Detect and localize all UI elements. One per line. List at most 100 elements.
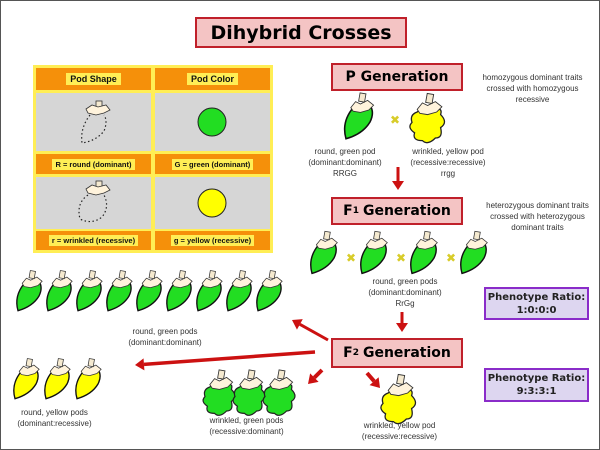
wrinkled-pod-outline-icon <box>36 177 151 229</box>
caption-line: (recessive:recessive) <box>410 158 486 167</box>
f2-to-round-green-arrow-head <box>292 319 303 330</box>
p-note-line: homozygous dominant traits <box>482 73 583 82</box>
caption-line: (recessive:recessive) <box>361 432 438 441</box>
round-green-pod-icon <box>343 92 375 140</box>
cross-symbol: ✖ <box>446 251 456 265</box>
ratio-value: 1:0:0:0 <box>516 304 557 316</box>
p-generation-note: homozygous dominant traits crossed with … <box>470 72 595 105</box>
f2-round-yellow-pod-icon <box>75 358 102 400</box>
f2-round-yellow-caption: round, yellow pods (dominant:recessive) <box>12 407 97 429</box>
f2-wrinkled-yellow-pod-icon <box>380 373 417 425</box>
key-label-yellow-text: g = yellow (recessive) <box>170 235 255 246</box>
cross-symbol: ✖ <box>346 251 356 265</box>
ratio-label: Phenotype Ratio: <box>487 291 586 303</box>
caption-line: wrinkled, yellow pod <box>412 147 484 156</box>
f2-wrinkled-green-pod-icon <box>232 369 266 416</box>
caption-line: (dominant:recessive) <box>17 419 92 428</box>
caption-line: round, green pod <box>314 147 376 156</box>
green-circle-icon <box>155 93 270 151</box>
f2-round-green-pod-icon <box>196 270 223 312</box>
caption-line: round, green pods <box>372 277 438 286</box>
f1-phenotype-ratio: Phenotype Ratio: 1:0:0:0 <box>484 287 589 320</box>
header-pod-shape: Pod Shape <box>36 68 151 90</box>
key-label-wrinkled: r = wrinkled (recessive) <box>36 231 151 250</box>
f1-round-green-pod-icon <box>460 230 488 275</box>
f2-wrinkled-green-pod-icon <box>262 369 296 416</box>
f2-round-green-pod-icon <box>46 270 73 312</box>
f2-to-wrinkled-green-arrow-head <box>308 373 319 384</box>
f1-note-line: heterozygous dominant traits <box>486 201 589 210</box>
p-note-line: crossed with homozygous <box>486 84 579 93</box>
f1-note-line: crossed with heterozygous <box>490 212 585 221</box>
key-label-yellow: g = yellow (recessive) <box>155 231 270 250</box>
key-label-wrinkled-text: r = wrinkled (recessive) <box>48 235 139 246</box>
wrinkled-yellow-pod-icon <box>409 92 446 144</box>
f2-wrinkled-green-pod-icon <box>202 369 236 416</box>
f2-wrinkled-green-caption: wrinkled, green pods (recessive:dominant… <box>204 415 289 437</box>
f2-round-green-pod-icon <box>106 270 133 312</box>
key-label-round: R = round (dominant) <box>36 154 151 174</box>
f2-label-main: F <box>343 345 353 361</box>
caption-line: round, green pods <box>132 327 198 336</box>
f2-round-green-pod-icon <box>136 270 163 312</box>
round-pod-outline-icon <box>36 93 151 151</box>
key-label-round-text: R = round (dominant) <box>52 158 135 170</box>
yellow-circle-icon <box>155 177 270 229</box>
caption-line: RrGg <box>395 299 415 308</box>
f1-note-line: dominant traits <box>511 223 564 232</box>
caption-line: wrinkled, green pods <box>209 416 284 425</box>
f2-round-green-pod-icon <box>16 270 43 312</box>
f1-label-main: F <box>343 203 353 219</box>
f2-label-rest: Generation <box>362 345 451 361</box>
header-pod-color-label: Pod Color <box>187 73 238 85</box>
key-label-green: G = green (dominant) <box>155 154 270 174</box>
f1-round-green-pod-icon <box>360 230 388 275</box>
f2-to-wrinkled-yellow-arrow <box>365 371 376 383</box>
header-pod-shape-label: Pod Shape <box>66 73 121 85</box>
p-parent-2-caption: wrinkled, yellow pod (recessive:recessiv… <box>403 146 493 179</box>
ratio-value: 9:3:3:1 <box>516 386 557 397</box>
cross-symbol: ✖ <box>390 113 400 127</box>
p-generation-box: P Generation <box>331 63 463 91</box>
caption-line: (dominant:dominant) <box>368 288 442 297</box>
f1-label-sub: 1 <box>352 206 359 216</box>
caption-line: RRGG <box>333 169 357 178</box>
f2-round-green-caption: round, green pods (dominant:dominant) <box>120 326 210 348</box>
f2-wrinkled-yellow-caption: wrinkled, yellow pod (recessive:recessiv… <box>357 420 442 442</box>
p-parent-1-caption: round, green pod (dominant:dominant) RRG… <box>305 146 385 179</box>
f1-round-green-pod-icon <box>310 230 338 275</box>
f1-generation-note: heterozygous dominant traits crossed wit… <box>475 200 600 233</box>
p-generation-label: P Generation <box>345 69 449 85</box>
f2-to-round-yellow-arrow <box>143 350 316 367</box>
p-note-line: recessive <box>515 95 550 104</box>
f2-round-green-pod-icon <box>76 270 103 312</box>
f2-round-yellow-pod-icon <box>44 358 71 400</box>
key-label-green-text: G = green (dominant) <box>171 158 254 170</box>
f2-round-green-pod-icon <box>166 270 193 312</box>
f2-to-wrinkled-green-arrow <box>312 368 324 380</box>
caption-line: (recessive:dominant) <box>209 427 284 436</box>
page-title: Dihybrid Crosses <box>195 17 407 48</box>
f2-phenotype-ratio: Phenotype Ratio: 9:3:3:1 <box>484 368 589 402</box>
caption-line: round, yellow pods <box>21 408 88 417</box>
f2-round-green-pod-icon <box>226 270 253 312</box>
f2-to-round-yellow-arrow-head <box>135 358 145 371</box>
header-pod-color: Pod Color <box>155 68 270 90</box>
f2-to-wrinkled-yellow-arrow-head <box>369 377 380 388</box>
f1-offspring-caption: round, green pods (dominant:dominant) Rr… <box>360 276 450 309</box>
p-to-f1-arrow-head <box>392 181 404 190</box>
cross-symbol: ✖ <box>396 251 406 265</box>
caption-line: wrinkled, yellow pod <box>363 421 436 430</box>
key-table: Pod Shape Pod Color R = round (dominant)… <box>33 65 273 253</box>
caption-line: (dominant:dominant) <box>308 158 382 167</box>
f1-round-green-pod-icon <box>410 230 438 275</box>
ratio-label: Phenotype Ratio: <box>487 373 586 384</box>
caption-line: (dominant:dominant) <box>128 338 202 347</box>
f2-round-yellow-pod-icon <box>13 358 40 400</box>
caption-line: rrgg <box>440 169 456 178</box>
f1-label-rest: Generation <box>362 203 451 219</box>
f2-round-green-pod-icon <box>256 270 283 312</box>
